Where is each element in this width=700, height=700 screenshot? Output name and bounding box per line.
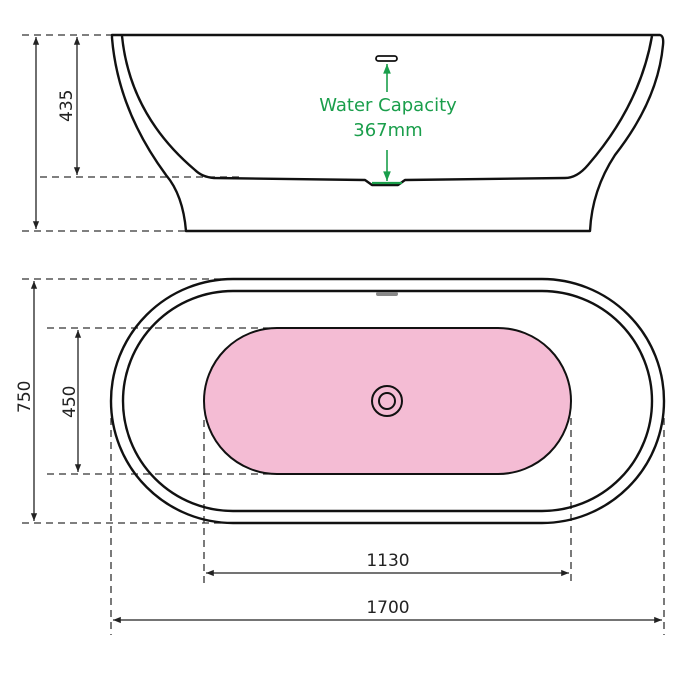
overflow-slot-icon [375,55,398,62]
top-outer-rim [109,277,666,525]
top-total-length-label: 1700 [366,598,409,618]
top-basin [203,327,572,475]
top-width-label: 750 [15,381,35,413]
side-outer-shell [110,33,665,233]
water-capacity-value: 367mm [353,120,422,141]
top-basin-length-label: 1130 [366,551,409,571]
side-inner-wall [120,35,654,187]
top-basin-width-label: 450 [60,386,80,418]
water-capacity-title: Water Capacity [319,95,457,116]
overflow-icon-top-view [376,292,398,296]
top-view: 750 450 1130 1700 [15,277,666,635]
side-depth-label: 435 [57,90,77,122]
side-view: 435 Water Capacity 367mm [22,33,665,233]
top-inner-rim [121,289,654,513]
drain-waste-icon [371,385,403,417]
